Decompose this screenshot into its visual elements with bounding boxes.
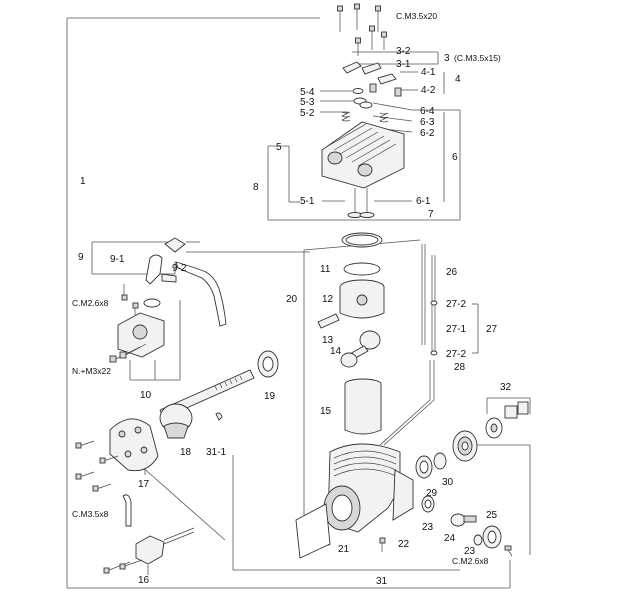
screw-22 — [379, 537, 386, 552]
label-27-1: 27-1 — [446, 324, 466, 335]
label-cm35: C.M3.5x8 — [72, 509, 109, 519]
prop-washer-nut — [485, 401, 529, 439]
piston-ring — [343, 262, 381, 276]
label-24: 24 — [444, 533, 456, 544]
label-11: 11 — [320, 264, 331, 275]
label-3-1: 3-1 — [396, 59, 411, 70]
label-8: 8 — [253, 182, 259, 193]
head-bolts — [337, 3, 387, 56]
label-nm3: N.+M3x22 — [72, 366, 111, 376]
label-23b: 23 — [464, 546, 476, 557]
label-27: 27 — [486, 324, 498, 335]
rear-parts — [421, 495, 513, 557]
woodruff-key — [215, 412, 223, 421]
prop-hub-drive — [452, 430, 478, 462]
label-6: 6 — [452, 152, 458, 163]
label-15: 15 — [320, 406, 332, 417]
label-5-1: 5-1 — [300, 196, 315, 207]
label-10: 10 — [140, 390, 152, 401]
label-31: 31 — [376, 576, 388, 587]
backplate-screws — [75, 440, 119, 492]
label-6-2: 6-2 — [420, 128, 435, 139]
bearing-19 — [257, 350, 279, 378]
cylinder-head — [321, 121, 405, 189]
label-32: 32 — [500, 382, 512, 393]
label-13: 13 — [322, 335, 334, 346]
fuel-pump-assembly — [103, 494, 195, 574]
label-16: 16 — [138, 575, 150, 586]
label-23a: 23 — [422, 522, 434, 533]
piston — [339, 279, 385, 319]
label-top-screw: C.M3.5x20 — [396, 11, 437, 21]
crankcase — [323, 443, 414, 533]
crankshaft — [159, 369, 255, 439]
label-3: 3 — [444, 53, 450, 64]
pushrods — [379, 244, 438, 446]
label-26: 26 — [446, 267, 458, 278]
label-3-spec: (C.M3.5x15) — [454, 53, 501, 63]
label-22: 22 — [398, 539, 410, 550]
label-9: 9 — [78, 252, 84, 263]
label-9-1: 9-1 — [110, 254, 125, 265]
label-5-2: 5-2 — [300, 108, 315, 119]
head-gasket — [341, 232, 383, 248]
label-4-1: 4-1 — [421, 67, 436, 78]
label-9-2: 9-2 — [172, 263, 187, 274]
leader-lines — [66, 17, 531, 589]
label-cm26-top: C.M2.6x8 — [72, 298, 109, 308]
carburetor-assembly — [109, 237, 227, 363]
label-28: 28 — [454, 362, 466, 373]
backplate-gasket — [295, 503, 331, 559]
label-25: 25 — [486, 510, 498, 521]
label-1: 1 — [80, 176, 86, 187]
label-cm26-bot: C.M2.6x8 — [452, 556, 489, 566]
label-19: 19 — [264, 391, 276, 402]
label-21: 21 — [338, 544, 350, 555]
connecting-rod — [340, 330, 381, 368]
label-17: 17 — [138, 479, 150, 490]
wrist-pin — [317, 313, 340, 329]
rocker-arms — [342, 61, 402, 97]
label-31-1: 31-1 — [206, 447, 226, 458]
label-6-3: 6-3 — [420, 117, 435, 128]
label-12: 12 — [322, 294, 334, 305]
part-labels: 1 C.M3.5x20 3-2 3 (C.M3.5x15) 3-1 4-1 4 … — [72, 11, 512, 587]
label-29: 29 — [426, 488, 438, 499]
label-27-2b: 27-2 — [446, 349, 466, 360]
label-14: 14 — [330, 346, 342, 357]
label-6-4: 6-4 — [420, 106, 435, 117]
label-30: 30 — [442, 477, 454, 488]
label-5-3: 5-3 — [300, 97, 315, 108]
valves — [347, 188, 375, 218]
cylinder-liner — [344, 378, 382, 435]
label-7: 7 — [428, 209, 434, 220]
label-6-1: 6-1 — [416, 196, 431, 207]
label-20: 20 — [286, 294, 298, 305]
label-4: 4 — [455, 74, 461, 85]
label-3-2: 3-2 — [396, 46, 411, 57]
backplate — [109, 418, 159, 472]
label-27-2a: 27-2 — [446, 299, 466, 310]
label-5-4: 5-4 — [300, 87, 315, 98]
valve-springs — [341, 88, 389, 123]
label-18: 18 — [180, 447, 192, 458]
front-bearing — [415, 452, 447, 479]
label-4-2: 4-2 — [421, 85, 436, 96]
label-5: 5 — [276, 142, 282, 153]
